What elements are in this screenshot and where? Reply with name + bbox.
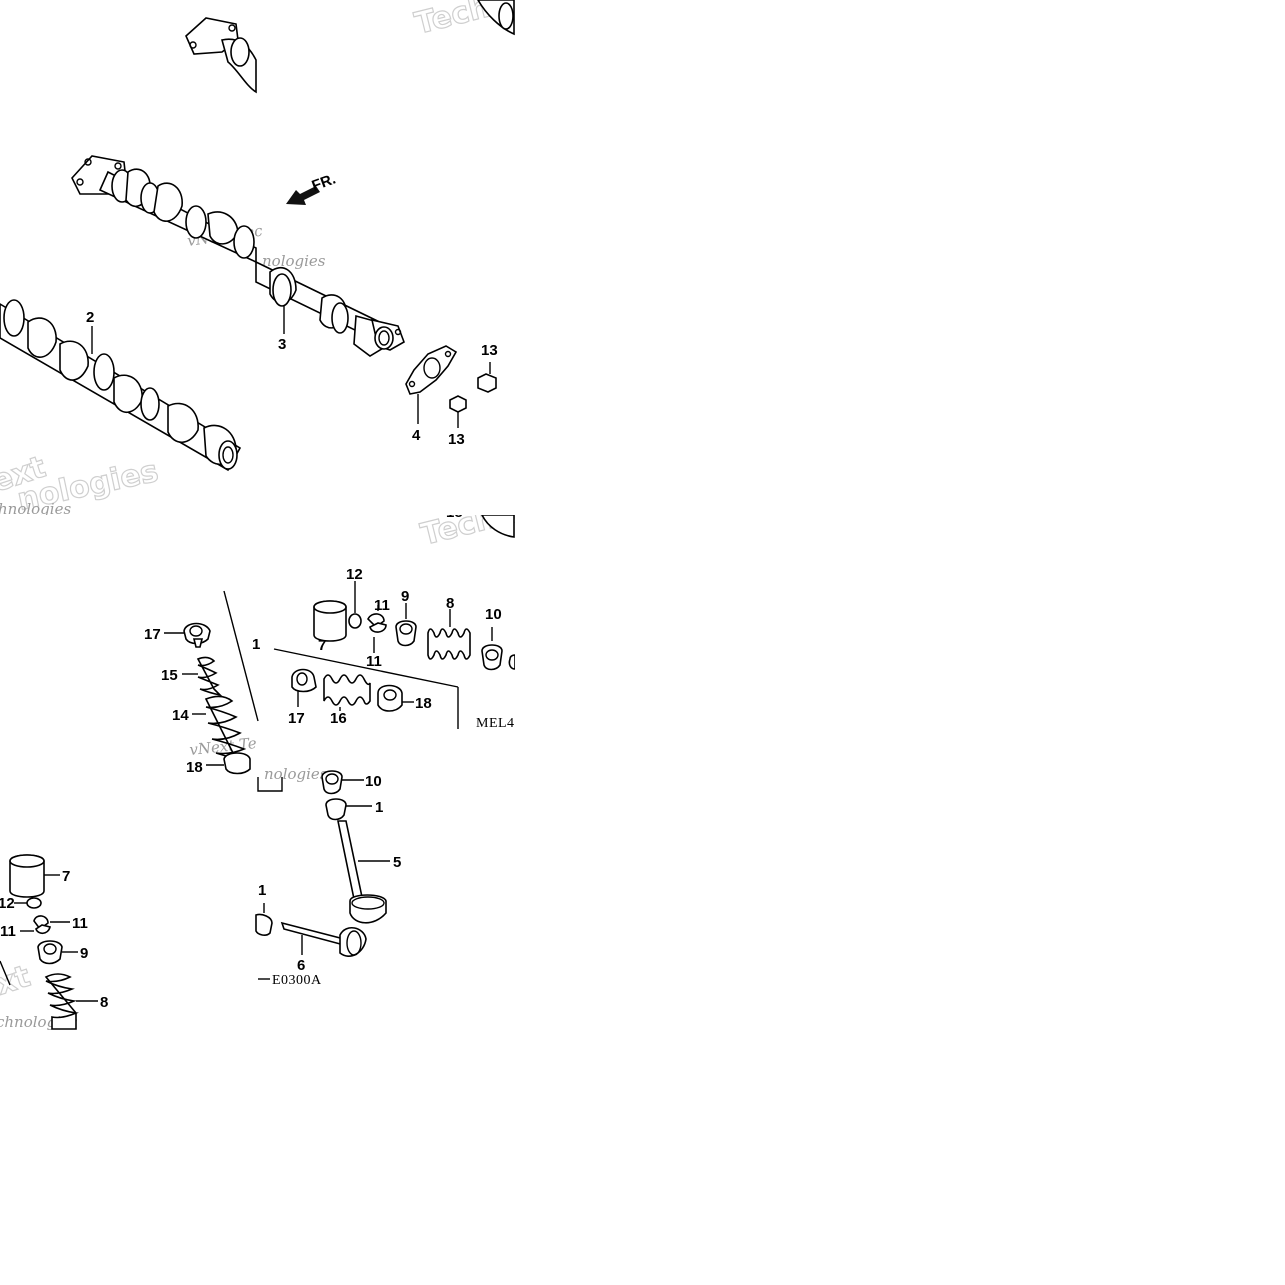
part-label-13b: 13 (448, 431, 465, 448)
part-label-11d: 11 (0, 923, 16, 940)
valve-part-5: 5 (337, 820, 401, 924)
part-label-2: 2 (86, 309, 94, 326)
spring-seat-part-10: 10 (481, 606, 515, 671)
tappet-part-7: 7 (313, 600, 347, 654)
part-label-9: 9 (401, 588, 409, 605)
part-label-6: 6 (297, 957, 305, 974)
camshaft-diagram-tile: Techn vNext Tec nologies ext nologies hn… (0, 0, 515, 515)
part-label-12: 12 (346, 566, 363, 583)
part-label-8b: 8 (100, 994, 108, 1011)
valve-spring-part-8b: 8 (44, 973, 108, 1030)
part-label-14: 14 (172, 707, 189, 724)
cotter-part-11: 11 11 (366, 597, 390, 670)
part-label-9b: 9 (80, 945, 88, 962)
valve-train-drawing: Techno vNext Te nologies xt chnologies 1… (0, 515, 515, 1030)
seat-part-18b: 18 (377, 684, 432, 712)
part-label-1b: 1 (258, 882, 266, 899)
part-label-3: 3 (278, 336, 286, 353)
retainer-part-17b: 17 (288, 668, 317, 727)
cotter-part-11-left: 11 11 (0, 915, 88, 940)
valve-spring-part-8: 8 (427, 595, 471, 660)
camshaft-drawing: Techn vNext Tec nologies ext nologies hn… (0, 0, 515, 515)
spring-part-15: 15 (161, 656, 223, 697)
tappet-part-7b: 7 (9, 854, 70, 898)
camshaft-middle-right: 3 (255, 260, 405, 357)
part-label-17b: 17 (288, 710, 305, 727)
part-label-17a: 17 (144, 626, 161, 643)
camshaft-middle-left (71, 155, 257, 264)
part-label-18-fragment: 18 (446, 515, 463, 521)
part-label-11b: 11 (366, 653, 382, 670)
part-label-13a: 13 (481, 342, 498, 359)
front-direction-arrow: FR. (286, 171, 338, 205)
watermark-text: nologies (264, 765, 328, 783)
part-label-18a: 18 (186, 759, 203, 776)
shim-part-12: 12 (346, 566, 363, 629)
part-label-4: 4 (412, 427, 421, 444)
part-label-11a: 11 (374, 597, 390, 614)
watermark-text: hnologies (0, 500, 71, 515)
diagram-code-right: MEL4 (476, 716, 515, 731)
shim-part-12b: 12 (0, 895, 42, 912)
valve-seal-part-1: 1 (325, 798, 383, 821)
retainer-part-9: 9 (395, 588, 417, 647)
front-direction-label: FR. (310, 171, 339, 195)
watermark-text: nologies (262, 252, 326, 270)
part-label-11c: 11 (72, 915, 88, 932)
spring-part-16: 16 (323, 674, 371, 727)
watermark-text: xt (0, 959, 35, 1003)
spring-part-14: 14 (172, 695, 247, 761)
part-label-12b: 12 (0, 895, 15, 912)
retainer-part-9b: 9 (37, 940, 88, 965)
bolt-part-13b: 13 (448, 395, 467, 448)
valve-seal-part-1b: 1 (255, 882, 273, 936)
valve-train-diagram-tile: Techno vNext Te nologies xt chnologies 1… (0, 515, 515, 1030)
spring-seat-part-10b: 10 (321, 770, 382, 795)
camshaft-top-right-fragment (477, 0, 515, 36)
part-label-16: 16 (330, 710, 347, 727)
part-label-5: 5 (393, 854, 401, 871)
part-label-7: 7 (318, 637, 326, 654)
camshaft-lower: 2 (0, 299, 242, 472)
part-label-10: 10 (485, 606, 502, 623)
retainer-part-17a: 17 (144, 622, 211, 648)
part-label-15: 15 (161, 667, 178, 684)
bolt-part-13a: 13 (477, 342, 498, 393)
seat-part-18a: 18 (186, 752, 251, 776)
valve-part-6: 6 (280, 921, 367, 974)
part-label-1: 1 (375, 799, 383, 816)
diagram-code-bottom: E0300A (272, 973, 322, 988)
part-label-1-fragment: 1 (252, 636, 260, 653)
part-label-10b: 10 (365, 773, 382, 790)
part-label-8: 8 (446, 595, 454, 612)
part-label-18b: 18 (415, 695, 432, 712)
camshaft-upper-fragment (185, 17, 257, 94)
seal-plate-part-4: 4 (405, 345, 458, 444)
part-label-7b: 7 (62, 868, 70, 885)
